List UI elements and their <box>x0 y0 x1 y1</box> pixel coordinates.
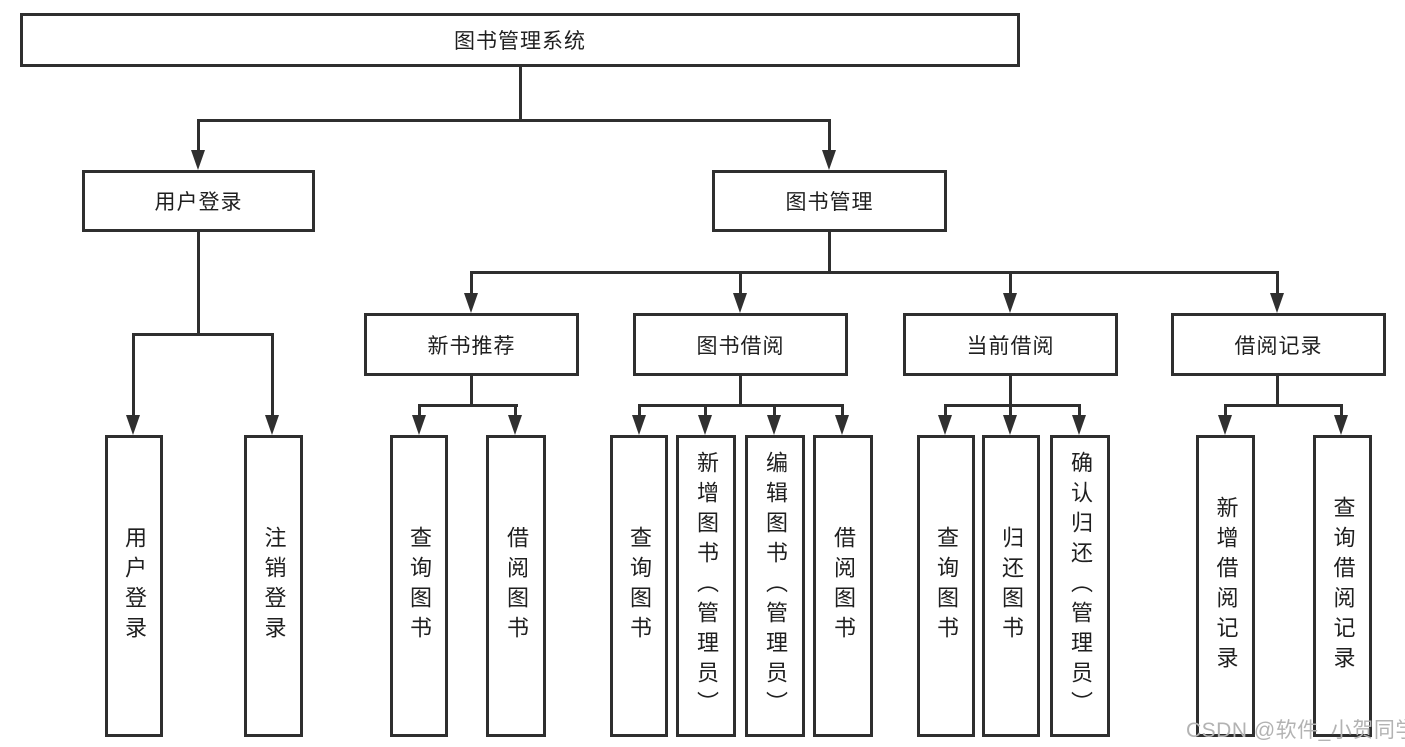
node-book-mgmt: 图书管理 <box>712 170 947 232</box>
node-leaf-user-login-label: 用户登录 <box>122 526 147 646</box>
node-borrow-records: 借阅记录 <box>1171 313 1386 376</box>
arrowhead-leaf-user-login <box>126 415 140 435</box>
node-bb-query-book: 查询图书 <box>610 435 668 737</box>
node-br-query-record-label: 查询借阅记录 <box>1330 496 1356 676</box>
node-user-login: 用户登录 <box>82 170 315 232</box>
connector-current-borrow-trunk <box>1009 376 1012 407</box>
arrowhead-bb-add <box>698 415 712 435</box>
connector-root-trunk <box>519 66 522 120</box>
connector-drop-current-borrow <box>1009 271 1012 295</box>
node-cb-confirm-return-label: 确认归还（管理员） <box>1068 451 1093 721</box>
connector-borrow-records-hline <box>1224 404 1343 407</box>
node-bb-add-book: 新增图书（管理员） <box>676 435 736 737</box>
node-book-borrow: 图书借阅 <box>633 313 848 376</box>
node-borrow-records-label: 借阅记录 <box>1234 334 1323 358</box>
csdn-watermark: CSDN @软件_小贺同学 <box>1186 719 1405 742</box>
connector-borrow-records-trunk <box>1276 376 1279 407</box>
node-current-borrow-label: 当前借阅 <box>966 334 1055 358</box>
arrowhead-rec-query <box>412 415 426 435</box>
node-root: 图书管理系统 <box>20 13 1020 67</box>
arrowhead-book-mgmt <box>822 150 836 170</box>
node-leaf-logout: 注销登录 <box>244 435 303 737</box>
arrowhead-br-add <box>1218 415 1232 435</box>
connector-drop-cb-confirm <box>1078 404 1081 417</box>
arrowhead-book-borrow <box>733 293 747 313</box>
connector-drop-user-login <box>197 119 200 152</box>
arrowhead-bb-edit <box>767 415 781 435</box>
connector-drop-rec-query <box>418 404 421 417</box>
arrowhead-current-borrow <box>1003 293 1017 313</box>
node-current-borrow: 当前借阅 <box>903 313 1118 376</box>
arrowhead-br-query <box>1334 415 1348 435</box>
connector-drop-book-borrow <box>739 271 742 295</box>
connector-book-mgmt-trunk <box>828 232 831 274</box>
node-root-label: 图书管理系统 <box>454 30 586 53</box>
node-bb-edit-book-label: 编辑图书（管理员） <box>763 451 788 721</box>
node-book-mgmt-label: 图书管理 <box>785 191 874 214</box>
connector-drop-bb-borrow <box>841 404 844 417</box>
connector-book-borrow-hline <box>638 404 844 407</box>
connector-drop-br-add <box>1224 404 1227 417</box>
connector-level1-hline <box>197 119 831 122</box>
connector-drop-rec-borrow <box>514 404 517 417</box>
arrowhead-bb-query <box>632 415 646 435</box>
node-leaf-logout-label: 注销登录 <box>261 526 287 646</box>
node-user-login-label: 用户登录 <box>154 191 243 214</box>
arrowhead-leaf-logout <box>265 415 279 435</box>
connector-new-book-rec-trunk <box>470 376 473 407</box>
arrowhead-user-login <box>191 150 205 170</box>
connector-drop-cb-return <box>1009 404 1012 417</box>
node-cb-return-book: 归还图书 <box>982 435 1040 737</box>
node-bb-borrow-book: 借阅图书 <box>813 435 873 737</box>
connector-user-login-hline <box>132 333 274 336</box>
arrowhead-cb-confirm <box>1072 415 1086 435</box>
arrowhead-cb-return <box>1003 415 1017 435</box>
connector-current-borrow-hline <box>944 404 1081 407</box>
connector-new-book-rec-hline <box>418 404 518 407</box>
node-rec-query-book-label: 查询图书 <box>407 526 432 646</box>
arrowhead-borrow-records <box>1270 293 1284 313</box>
node-bb-query-book-label: 查询图书 <box>627 526 652 646</box>
connector-drop-bb-edit <box>773 404 776 417</box>
connector-book-mgmt-hline <box>470 271 1279 274</box>
node-bb-add-book-label: 新增图书（管理员） <box>694 451 719 721</box>
connector-drop-bb-query <box>638 404 641 417</box>
connector-drop-book-mgmt <box>828 119 831 152</box>
arrowhead-new-book-rec <box>464 293 478 313</box>
connector-drop-leaf-logout <box>271 333 274 417</box>
node-new-book-rec: 新书推荐 <box>364 313 579 376</box>
node-cb-query-book: 查询图书 <box>917 435 975 737</box>
node-br-add-record: 新增借阅记录 <box>1196 435 1255 737</box>
connector-drop-br-query <box>1340 404 1343 417</box>
node-br-add-record-label: 新增借阅记录 <box>1213 496 1239 676</box>
node-bb-edit-book: 编辑图书（管理员） <box>745 435 805 737</box>
node-cb-return-book-label: 归还图书 <box>999 526 1024 646</box>
connector-drop-borrow-records <box>1276 271 1279 295</box>
node-rec-borrow-book: 借阅图书 <box>486 435 546 737</box>
node-br-query-record: 查询借阅记录 <box>1313 435 1372 737</box>
node-cb-confirm-return: 确认归还（管理员） <box>1050 435 1110 737</box>
node-rec-borrow-book-label: 借阅图书 <box>504 526 529 646</box>
arrowhead-bb-borrow <box>835 415 849 435</box>
connector-drop-leaf-user-login <box>132 333 135 417</box>
connector-drop-new-book-rec <box>470 271 473 295</box>
node-rec-query-book: 查询图书 <box>390 435 448 737</box>
connector-user-login-trunk <box>197 232 200 335</box>
connector-book-borrow-trunk <box>739 376 742 407</box>
connector-drop-cb-query <box>944 404 947 417</box>
connector-drop-bb-add <box>704 404 707 417</box>
node-cb-query-book-label: 查询图书 <box>934 526 959 646</box>
node-leaf-user-login: 用户登录 <box>105 435 163 737</box>
node-new-book-rec-label: 新书推荐 <box>427 334 516 358</box>
arrowhead-cb-query <box>938 415 952 435</box>
arrowhead-rec-borrow <box>508 415 522 435</box>
node-book-borrow-label: 图书借阅 <box>696 334 785 358</box>
node-bb-borrow-book-label: 借阅图书 <box>831 526 856 646</box>
